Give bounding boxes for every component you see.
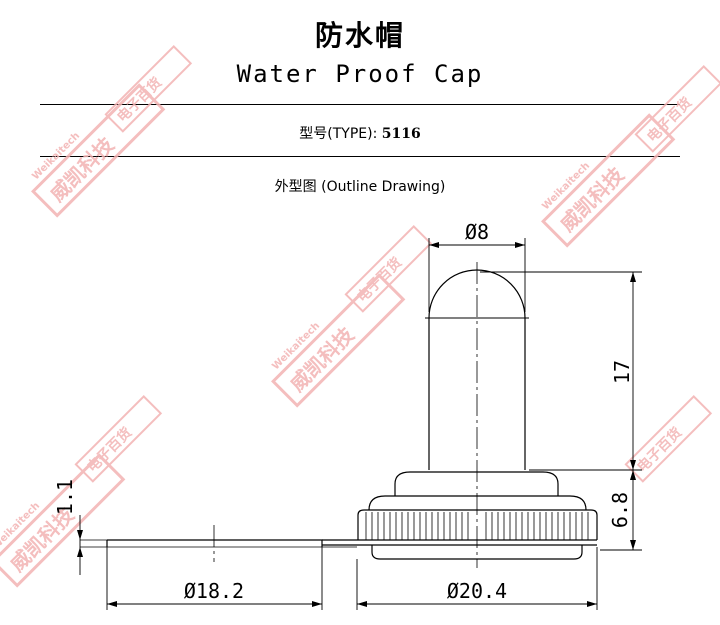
type-label: 型号(TYPE): [299, 126, 378, 142]
dim-thickness: 1.1 [53, 479, 77, 515]
watermark-stamp-small: 电子百货 [104, 45, 193, 133]
type-value: 5116 [381, 126, 421, 142]
dim-height-upper: 17 [610, 360, 634, 384]
cap-flange [368, 495, 587, 511]
divider-bottom [40, 156, 680, 157]
outline-drawing-label: 外型图 (Outline Drawing) [274, 179, 446, 195]
dim-base-diameter: Ø20.4 [447, 579, 507, 603]
dim-washer-diameter: Ø18.2 [184, 579, 244, 603]
type-line: 型号(TYPE): 5116 [0, 123, 720, 143]
cap-shoulder [394, 471, 559, 496]
dimension-lines [77, 238, 642, 610]
divider-top [40, 104, 680, 105]
cap-geometry [80, 269, 598, 560]
knurled-base [357, 509, 598, 540]
watermark-stamp-small: 电子百货 [344, 225, 433, 313]
knurl-lines [365, 512, 589, 540]
watermark-stamp-small: 电子百货 [74, 395, 163, 483]
dim-top-diameter: Ø8 [465, 220, 489, 244]
page-title: 防水帽 [314, 19, 405, 52]
center-lines [213, 262, 478, 568]
washer [106, 539, 323, 547]
watermark-stamp-small: 电子百货 [634, 65, 720, 153]
watermark-stamp-small: 电子百货 [624, 395, 713, 483]
page-subtitle: Water Proof Cap [236, 60, 484, 88]
dim-height-lower: 6.8 [608, 492, 632, 528]
